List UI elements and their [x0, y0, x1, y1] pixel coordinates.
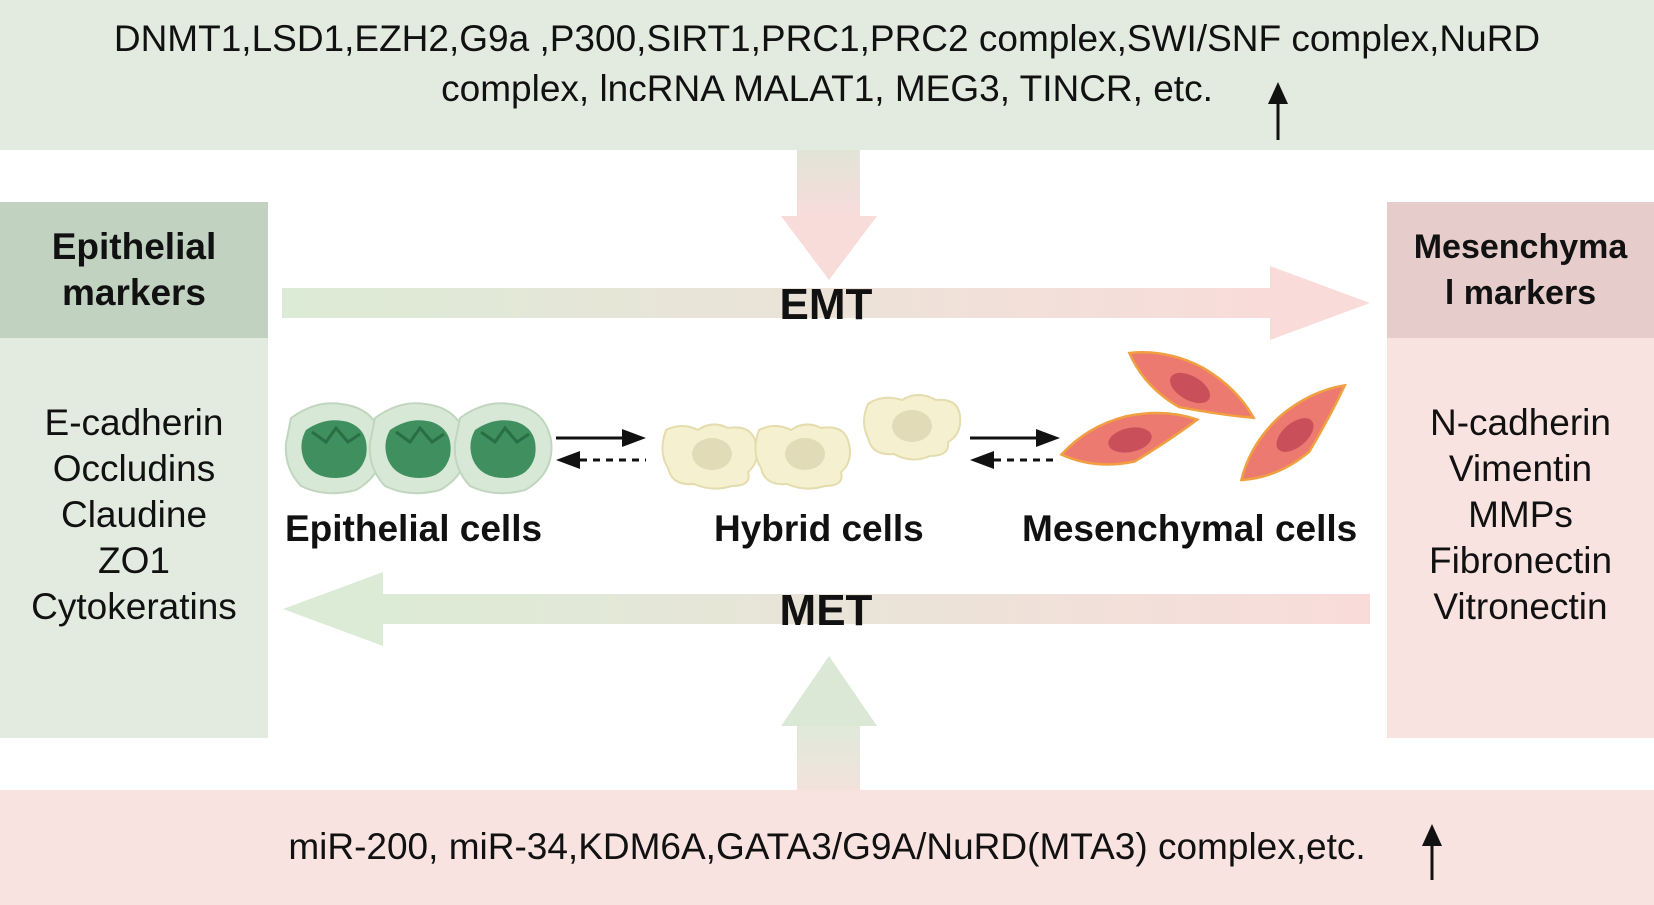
up-arrow-into-met	[781, 656, 877, 790]
emt-regulators-line-1: DNMT1,LSD1,EZH2,G9a ,P300,SIRT1,PRC1,PRC…	[113, 18, 1541, 59]
epithelial-markers-header: Epithelial markers	[0, 202, 268, 338]
hybrid-cells-label: Hybrid cells	[714, 508, 924, 549]
met-label: MET	[779, 586, 873, 635]
mesenchymal-markers-header: Mesenchyma l markers	[1387, 202, 1654, 338]
mesenchymal-marker: MMPs	[1468, 494, 1573, 535]
emt-regulators-line-2: complex, lncRNA MALAT1, MEG3, TINCR, etc…	[441, 68, 1213, 109]
epithelial-markers-header-line-2: markers	[61, 272, 206, 313]
epithelial-cells-illustration	[284, 402, 553, 495]
emt-regulators-text: DNMT1,LSD1,EZH2,G9a ,P300,SIRT1,PRC1,PRC…	[40, 14, 1614, 114]
epithelial-markers-panel	[0, 338, 268, 738]
regulators-top-band	[0, 0, 1654, 150]
emt-arrow	[282, 266, 1370, 340]
transition-arrows-epithelial-hybrid	[556, 429, 646, 469]
met-arrow	[283, 572, 1370, 646]
epithelial-marker: ZO1	[98, 540, 170, 581]
down-arrow-into-emt	[781, 150, 877, 280]
increase-arrow-bottom	[1422, 824, 1442, 880]
epithelial-marker: Claudine	[60, 494, 208, 535]
epithelial-marker: Occludins	[52, 448, 216, 489]
mesenchymal-marker: N-cadherin	[1430, 402, 1611, 443]
mesenchymal-markers-list: N-cadherin Vimentin MMPs Fibronectin Vit…	[1387, 400, 1654, 630]
mesenchymal-markers-header-line-1: Mesenchyma	[1413, 228, 1628, 266]
mesenchymal-cells-label: Mesenchymal cells	[1022, 508, 1358, 549]
met-regulators-text: miR-200, miR-34,KDM6A,GATA3/G9A/NuRD(MTA…	[288, 826, 1366, 867]
mesenchymal-marker: Vimentin	[1448, 448, 1593, 489]
epithelial-marker: Cytokeratins	[31, 586, 237, 627]
epithelial-markers-list: E-cadherin Occludins Claudine ZO1 Cytoke…	[0, 400, 268, 630]
mesenchymal-marker: Fibronectin	[1428, 540, 1613, 581]
increase-arrow-top	[1268, 82, 1288, 140]
emt-label: EMT	[779, 280, 873, 329]
mesenchymal-marker: Vitronectin	[1433, 586, 1608, 627]
epithelial-cells-label: Epithelial cells	[285, 508, 543, 549]
regulators-bottom-band	[0, 790, 1654, 905]
mesenchymal-cells-illustration	[1059, 351, 1347, 482]
mesenchymal-markers-header-line-2: l markers	[1444, 274, 1597, 312]
epithelial-markers-header-line-1: Epithelial	[51, 226, 217, 267]
mesenchymal-markers-panel	[1387, 338, 1654, 738]
hybrid-cells-illustration	[661, 394, 962, 490]
transition-arrows-hybrid-mesenchymal	[970, 429, 1060, 469]
epithelial-marker: E-cadherin	[44, 402, 224, 443]
